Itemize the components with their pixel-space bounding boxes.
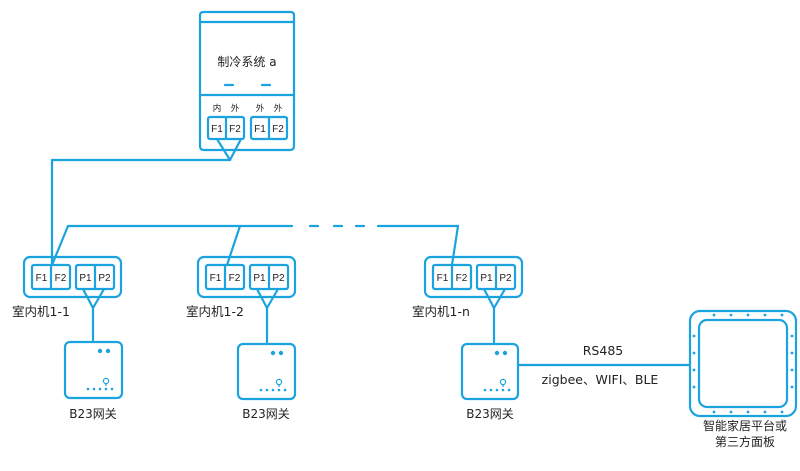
unit-port-f1: F1 bbox=[437, 273, 449, 284]
unit-port-p2: P2 bbox=[98, 273, 111, 284]
gateway-1-leds bbox=[86, 348, 114, 391]
system-label-1: 内 bbox=[213, 103, 222, 114]
gateway-name: B23网关 bbox=[69, 407, 117, 421]
smart-home-panel bbox=[688, 309, 798, 418]
system-port-f2: F2 bbox=[229, 124, 241, 135]
gateway-3 bbox=[460, 342, 520, 401]
gateway-name: B23网关 bbox=[242, 407, 290, 421]
system-port-f2: F2 bbox=[272, 124, 284, 135]
indoor-unit-2 bbox=[196, 255, 297, 345]
unit-port-p2: P2 bbox=[272, 273, 285, 284]
unit-port-p2: P2 bbox=[499, 273, 512, 284]
indoor-unit-name: 室内机1-2 bbox=[186, 304, 244, 319]
unit-port-p1: P1 bbox=[79, 273, 92, 284]
system-label-3: 外 bbox=[256, 103, 265, 114]
rs485-label: RS485 bbox=[583, 343, 623, 358]
indoor-unit-name: 室内机1-n bbox=[412, 304, 470, 319]
reset-button-icon bbox=[275, 378, 283, 387]
gateway-name: B23网关 bbox=[466, 407, 514, 421]
system-label-2: 外 bbox=[231, 103, 240, 114]
wireless-label: zigbee、WIFI、BLE bbox=[542, 372, 659, 387]
unit-port-p1: P1 bbox=[253, 273, 266, 284]
panel-caption-line-2: 第三方面板 bbox=[715, 434, 775, 449]
unit-port-f2: F2 bbox=[229, 273, 241, 284]
refrigeration-system-unit bbox=[198, 10, 296, 152]
panel-caption-line-1: 智能家居平台或 bbox=[703, 418, 787, 433]
unit-port-p1: P1 bbox=[480, 273, 493, 284]
unit-port-f1: F1 bbox=[210, 273, 222, 284]
unit-port-f2: F2 bbox=[456, 273, 468, 284]
reset-button-icon bbox=[102, 377, 110, 386]
bus-wiring bbox=[50, 137, 460, 267]
system-port-f1: F1 bbox=[211, 124, 223, 135]
unit-port-f2: F2 bbox=[55, 273, 67, 284]
system-title: 制冷系统 a bbox=[217, 55, 276, 69]
gateway-1 bbox=[63, 340, 124, 400]
indoor-unit-1 bbox=[22, 255, 123, 342]
panel-edge-marks bbox=[692, 313, 794, 414]
indoor-unit-n bbox=[423, 255, 524, 344]
gateway-3-leds bbox=[483, 350, 511, 392]
system-label-4: 外 bbox=[274, 103, 283, 114]
gateway-2-leds bbox=[259, 350, 287, 392]
gateway-2 bbox=[236, 342, 297, 401]
system-port-f1: F1 bbox=[254, 124, 266, 135]
reset-button-icon bbox=[499, 378, 507, 387]
indoor-unit-name: 室内机1-1 bbox=[12, 304, 70, 319]
unit-port-f1: F1 bbox=[36, 273, 48, 284]
